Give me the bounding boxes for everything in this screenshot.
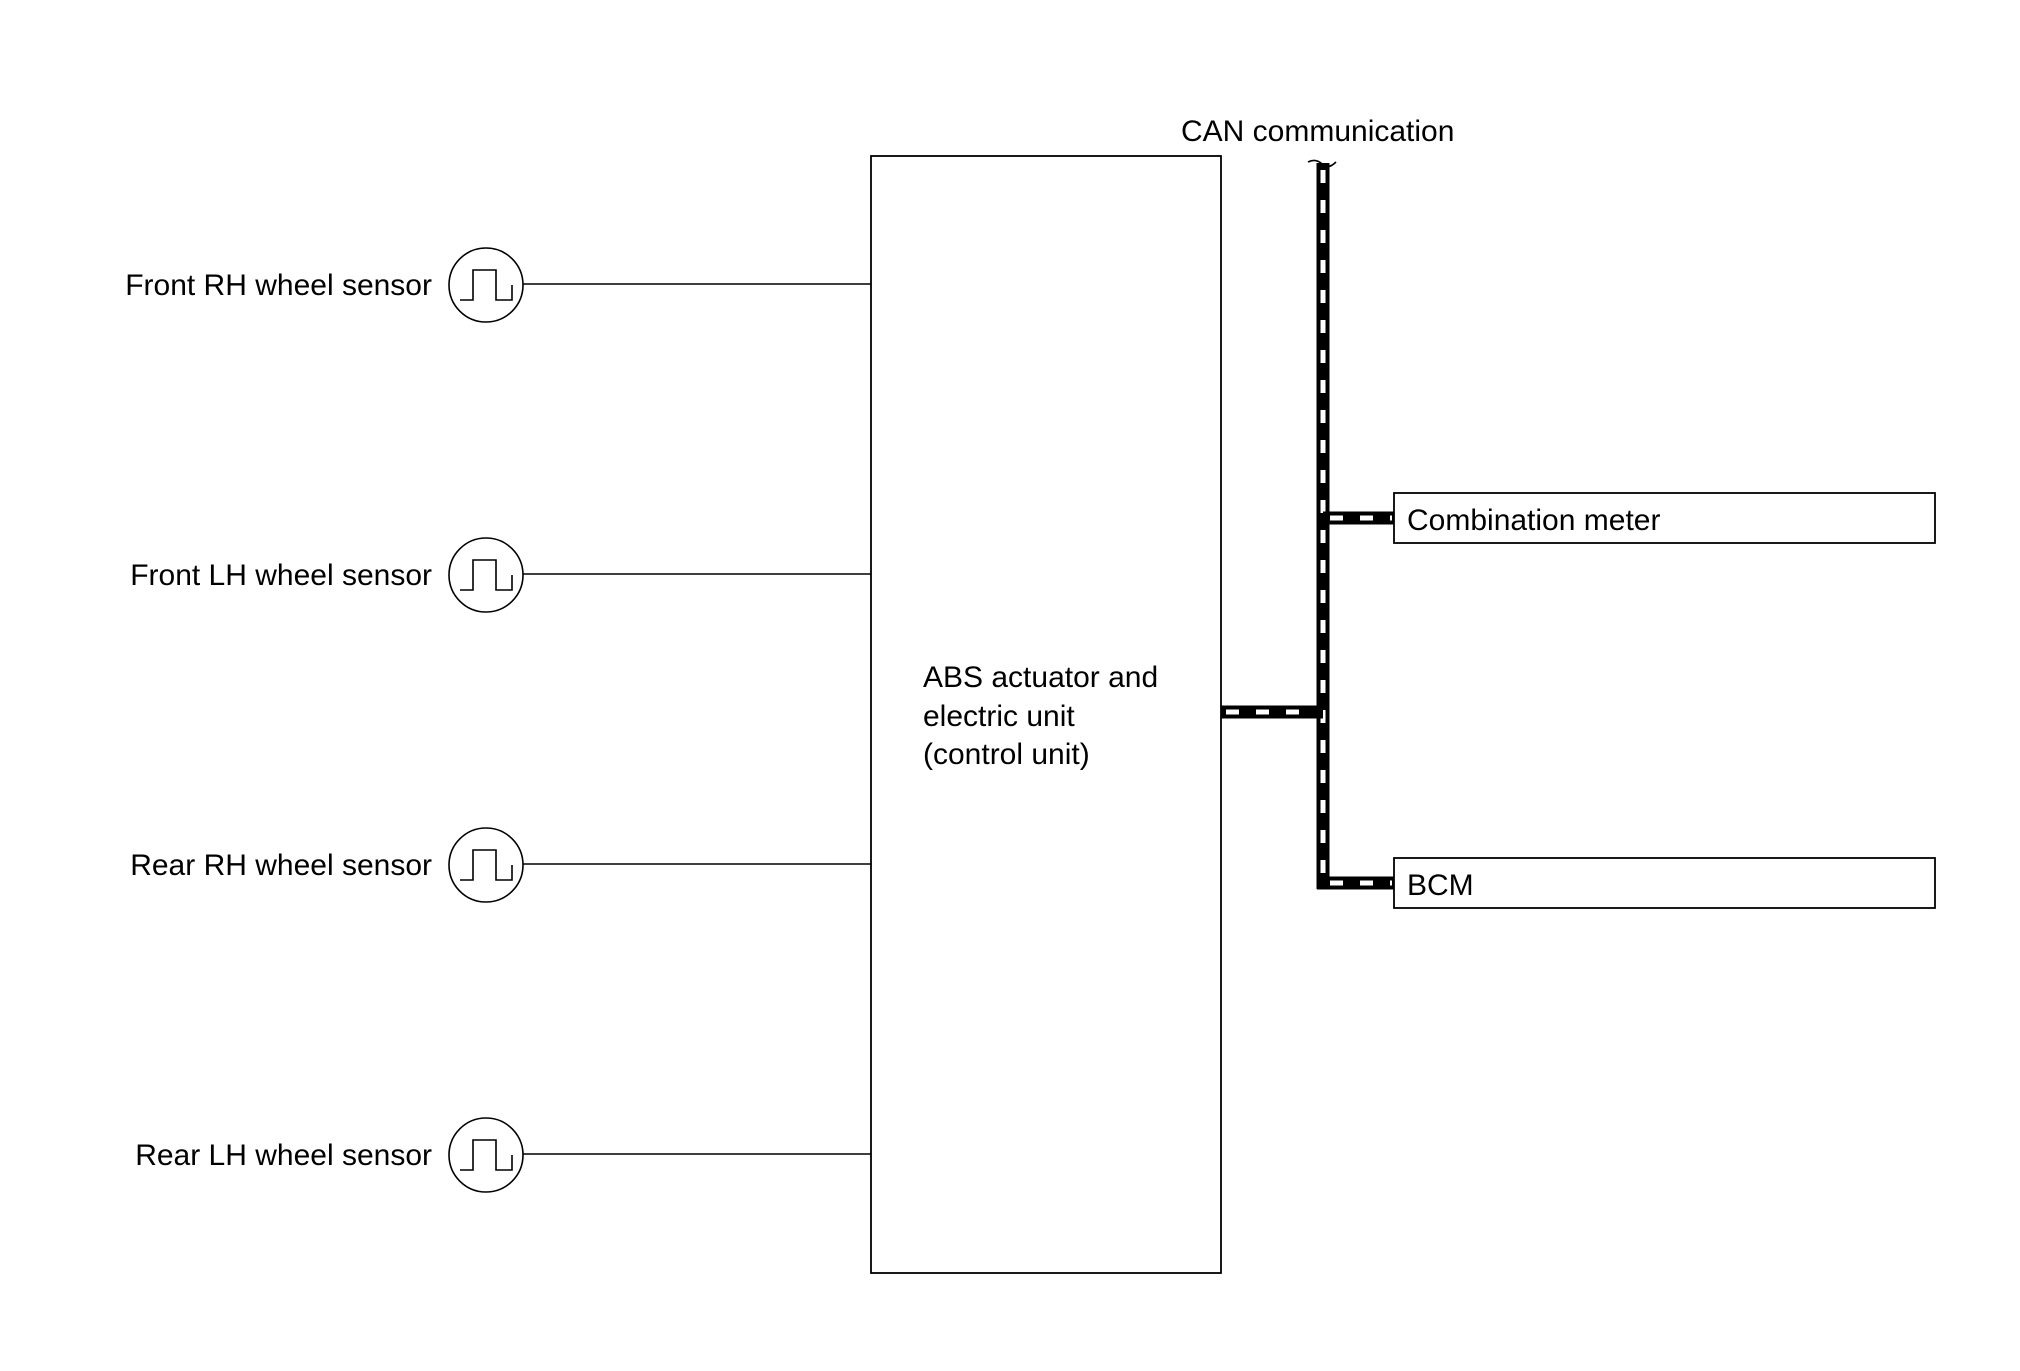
module-combination-meter: Combination meter (1393, 492, 1936, 544)
control-unit-label-line2: electric unit (923, 700, 1075, 733)
module-label: Combination meter (1407, 504, 1660, 537)
module-box (1393, 857, 1936, 909)
square-wave-icon (448, 247, 524, 323)
control-unit-box (870, 155, 1222, 1274)
can-bus (1221, 163, 1394, 890)
sensor-rear-rh: Rear RH wheel sensor (130, 827, 871, 903)
sensor-rear-lh: Rear LH wheel sensor (135, 1117, 871, 1193)
square-wave-icon (448, 1117, 524, 1193)
sensor-label: Front LH wheel sensor (130, 559, 432, 592)
sensor-front-rh: Front RH wheel sensor (125, 247, 871, 323)
can-communication-label: CAN communication (1181, 115, 1454, 148)
module-label: BCM (1407, 869, 1474, 902)
sensor-label: Front RH wheel sensor (125, 269, 432, 302)
module-bcm: BCM (1393, 857, 1936, 909)
sensor-front-lh: Front LH wheel sensor (130, 537, 871, 613)
module-box (1393, 492, 1936, 544)
sensor-label: Rear LH wheel sensor (135, 1139, 432, 1172)
square-wave-icon (448, 827, 524, 903)
sensor-label: Rear RH wheel sensor (130, 849, 432, 882)
control-unit-label-line1: ABS actuator and (923, 661, 1158, 694)
control-unit-label-line3: (control unit) (923, 738, 1090, 771)
square-wave-icon (448, 537, 524, 613)
